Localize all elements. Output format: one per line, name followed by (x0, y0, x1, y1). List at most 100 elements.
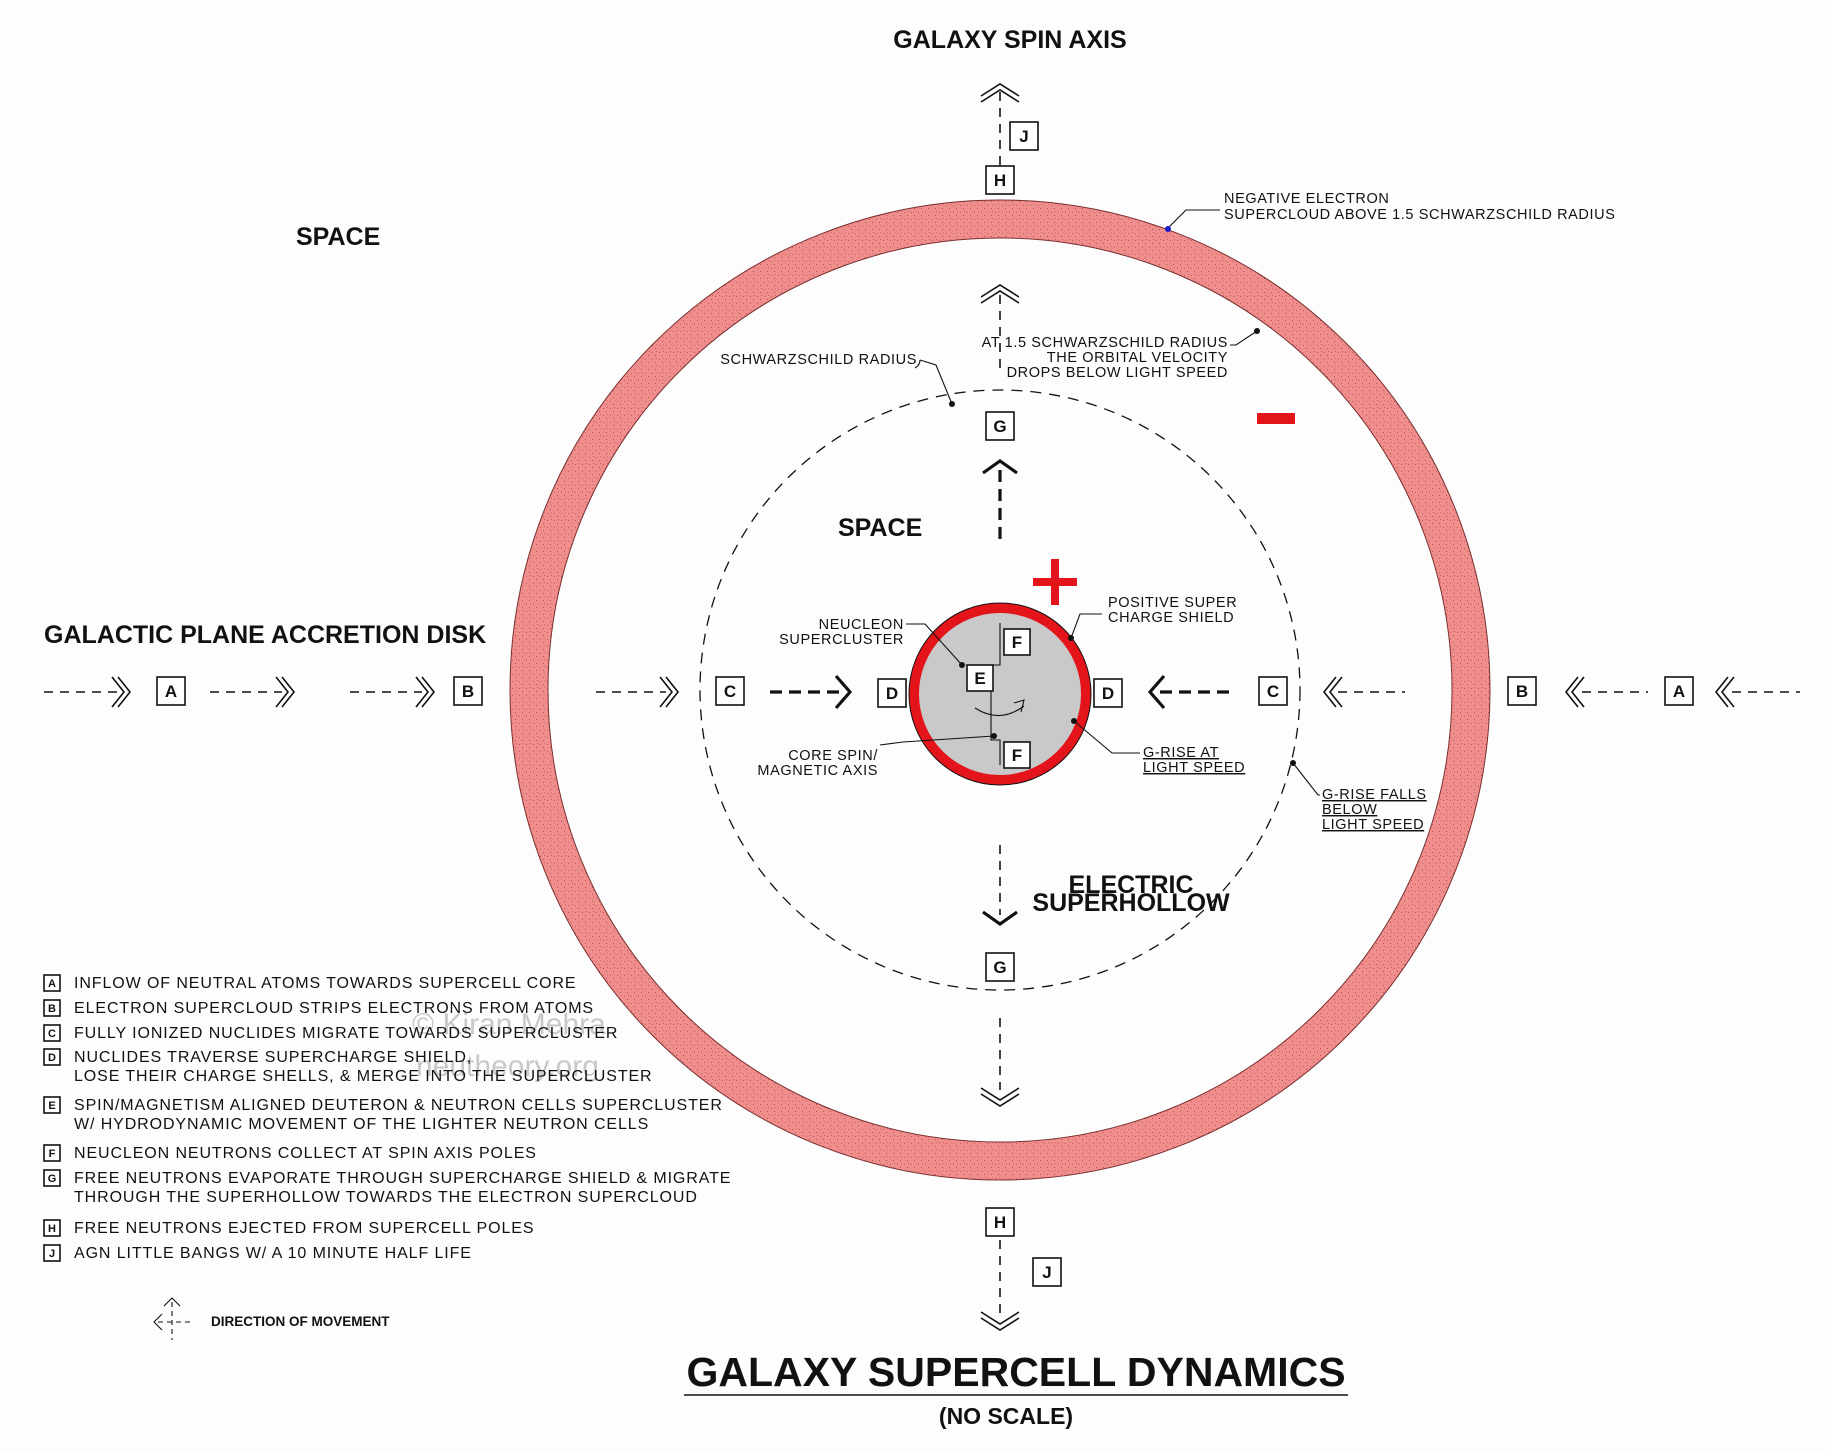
supercloud-inner-edge (547, 237, 1453, 1143)
legend-text: NUCLIDES TRAVERSE SUPERCHARGE SHIELD, (74, 1049, 472, 1066)
svg-text:G: G (993, 958, 1006, 977)
marker-b-right: B (1507, 676, 1537, 706)
right-b-chevron (1564, 676, 1585, 708)
legend-row: B ELECTRON SUPERCLOUD STRIPS ELECTRONS FR… (43, 999, 594, 1017)
leader-orbital-dot (1254, 328, 1260, 334)
accretion-disk-label: GALACTIC PLANE ACCRETION DISK (44, 621, 486, 649)
neucleon-line2: SUPERCLUSTER (779, 632, 904, 648)
legend-text: FREE NEUTRONS EJECTED FROM SUPERCELL POL… (74, 1220, 534, 1237)
legend-key: G (48, 1173, 57, 1185)
supercloud-outer-edge (509, 199, 1491, 1181)
positive-line2: CHARGE SHIELD (1108, 610, 1234, 626)
svg-text:E: E (974, 669, 985, 688)
svg-text:G: G (993, 417, 1006, 436)
core-spin-arrowhead (1013, 699, 1025, 713)
neucleon-line1: NEUCLEON (819, 617, 904, 633)
shield-outline (908, 602, 1092, 786)
leader-core-spin-dot (991, 733, 997, 739)
leader-neucleon-dot (959, 662, 965, 668)
svg-text:J: J (1019, 127, 1028, 146)
svg-text:F: F (1012, 746, 1022, 765)
core-spin-arc (974, 705, 1025, 717)
legend-key: D (48, 1052, 56, 1064)
legend-key-box (43, 999, 61, 1017)
plus-symbol-v (1051, 559, 1059, 605)
marker-h-bottom: H (985, 1207, 1015, 1237)
leader-schwarzschild-dot (949, 401, 955, 407)
legend-text: LOSE THEIR CHARGE SHELLS, & MERGE INTO T… (74, 1068, 653, 1085)
legend-text: NEUCLEON NEUTRONS COLLECT AT SPIN AXIS P… (74, 1145, 537, 1162)
supercharge-shield (909, 603, 1091, 785)
legend-row: D NUCLIDES TRAVERSE SUPERCHARGE SHIELD, LO… (43, 1048, 653, 1085)
svg-text:D: D (1102, 684, 1114, 703)
direction-label: DIRECTION OF MOVEMENT (211, 1314, 390, 1329)
legend-key-box (43, 1096, 61, 1114)
marker-d-right: D (1093, 678, 1123, 708)
svg-text:D: D (886, 684, 898, 703)
legend-key-box (43, 1024, 61, 1042)
svg-text:H: H (994, 1213, 1006, 1232)
grise-line1: G-RISE AT (1143, 745, 1219, 761)
svg-text:B: B (1516, 682, 1528, 701)
legend-key: H (48, 1223, 56, 1235)
leader-schwarzschild (919, 359, 953, 405)
orbital-line3: DROPS BELOW LIGHT SPEED (1007, 365, 1228, 381)
leader-grise (1073, 720, 1140, 754)
core-spin-line2: MAGNETIC AXIS (757, 763, 878, 779)
legend-text: FULLY IONIZED NUCLIDES MIGRATE TOWARDS S… (74, 1025, 618, 1042)
core-up-chevron (982, 459, 1018, 475)
space-outer-label: SPACE (296, 223, 380, 251)
watermark-author: © Kiran Mehra (412, 1008, 606, 1041)
neg-supercloud-line1: NEGATIVE ELECTRON (1224, 191, 1389, 207)
legend-key-box (43, 1244, 61, 1262)
axis-top-chevron (980, 83, 1020, 103)
inner-up-chevron (980, 284, 1020, 304)
legend-text: ELECTRON SUPERCLOUD STRIPS ELECTRONS FRO… (74, 1000, 594, 1017)
marker-f-bottom: F (1003, 741, 1031, 769)
outer-down-chevron (980, 1087, 1020, 1107)
marker-j-top: J (1009, 121, 1039, 151)
leader-positive-dot (1068, 635, 1074, 641)
svg-text:J: J (1042, 1263, 1051, 1282)
core-spin-axis-line (990, 623, 1001, 765)
legend-key: A (48, 978, 56, 990)
schwarzschild-label: SCHWARZSCHILD RADIUS (720, 352, 917, 368)
core-down-chevron (982, 910, 1018, 926)
legend-row: G FREE NEUTRONS EVAPORATE THROUGH SUPERCH… (43, 1169, 731, 1206)
schwarzschild-circle (699, 389, 1301, 991)
svg-text:A: A (1673, 682, 1685, 701)
legend-key: E (48, 1100, 55, 1112)
grise-falls-line3: LIGHT SPEED (1322, 817, 1424, 833)
grise-falls-line1: G-RISE FALLS (1322, 787, 1427, 803)
leader-grise-falls (1292, 762, 1320, 796)
legend-row: A INFLOW OF NEUTRAL ATOMS TOWARDS SUPERCE… (43, 974, 577, 992)
legend-text: INFLOW OF NEUTRAL ATOMS TOWARDS SUPERCEL… (74, 975, 577, 992)
svg-text:F: F (1012, 633, 1022, 652)
grise-falls-line2: BELOW (1322, 802, 1377, 818)
minus-symbol (1257, 413, 1295, 424)
leader-grise-falls-dot (1290, 760, 1296, 766)
marker-c-left: C (715, 676, 745, 706)
legend-row: H FREE NEUTRONS EJECTED FROM SUPERCELL PO… (43, 1219, 534, 1237)
legend-text: SPIN/MAGNETISM ALIGNED DEUTERON & NEUTRO… (74, 1097, 723, 1114)
left-a-chevron (111, 676, 132, 708)
left-d-chevron (659, 676, 680, 708)
marker-b-left: B (453, 676, 483, 706)
leader-core-spin (879, 735, 995, 746)
leader-neucleon (906, 623, 963, 666)
spin-axis-label: GALAXY SPIN AXIS (893, 26, 1126, 54)
legend-row: E SPIN/MAGNETISM ALIGNED DEUTERON & NEUTR… (43, 1096, 723, 1133)
superhollow-label: SUPERHOLLOW (1032, 889, 1230, 917)
leader-neg-supercloud (1167, 209, 1220, 229)
legend-key-box (43, 1144, 61, 1162)
legend-key-box (43, 1169, 61, 1187)
legend-key: B (48, 1003, 56, 1015)
svg-text:A: A (165, 682, 177, 701)
svg-text:C: C (1267, 682, 1279, 701)
legend-text: FREE NEUTRONS EVAPORATE THROUGH SUPERCHA… (74, 1170, 731, 1187)
legend-text: THROUGH THE SUPERHOLLOW TOWARDS THE ELEC… (74, 1189, 698, 1206)
orbital-line1: AT 1.5 SCHWARZSCHILD RADIUS (982, 335, 1228, 351)
